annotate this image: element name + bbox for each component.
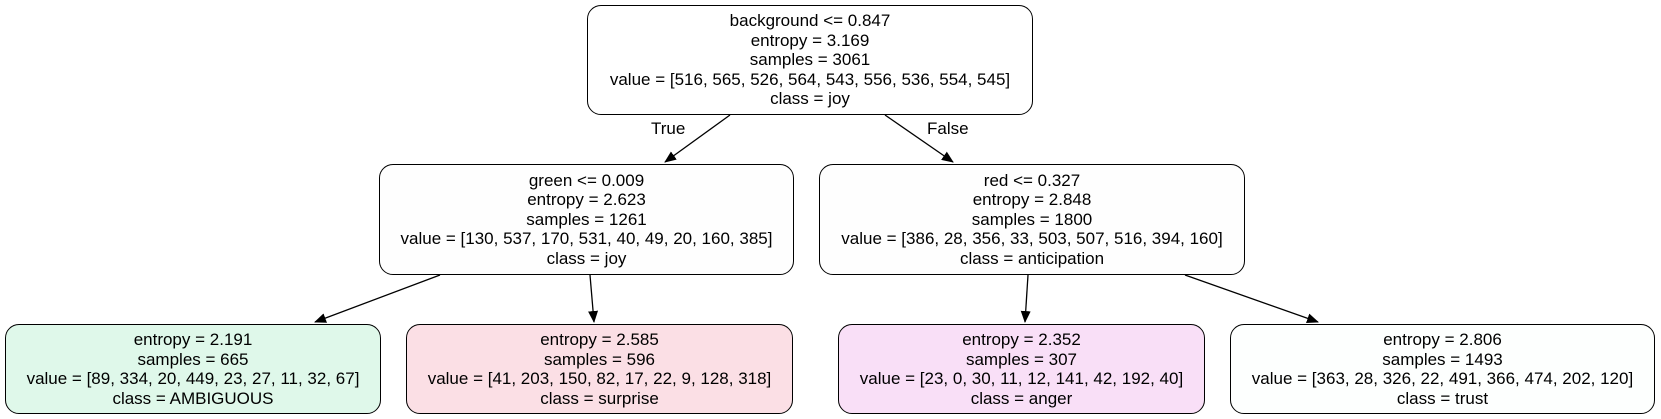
- node-line: samples = 307: [965, 349, 1078, 369]
- node-line: red <= 0.327: [983, 170, 1081, 190]
- node-line: samples = 3061: [749, 50, 871, 70]
- edge-right-leaf3: [1020, 274, 1031, 323]
- node-line: samples = 1800: [971, 209, 1093, 229]
- node-line: entropy = 3.169: [750, 30, 870, 50]
- edge-left-leaf2: [588, 274, 599, 323]
- node-line: entropy = 2.585: [540, 330, 659, 349]
- tree-node-root: background <= 0.847 entropy = 3.169 samp…: [587, 5, 1033, 115]
- node-line: class = trust: [1396, 388, 1489, 408]
- node-line: class = AMBIGUOUS: [112, 388, 274, 408]
- node-line: samples = 596: [543, 349, 656, 369]
- tree-leaf-ambiguous: entropy = 2.191 samples = 665 value = [8…: [5, 324, 381, 414]
- tree-leaf-anger: entropy = 2.352 samples = 307 value = [2…: [838, 324, 1205, 414]
- node-line: samples = 1493: [1382, 349, 1503, 369]
- node-line: value = [23, 0, 30, 11, 12, 141, 42, 192…: [859, 369, 1184, 388]
- node-line: value = [130, 537, 170, 531, 40, 49, 20,…: [400, 229, 773, 249]
- node-line: entropy = 2.352: [962, 330, 1081, 349]
- node-line: value = [363, 28, 326, 22, 491, 366, 474…: [1251, 369, 1634, 388]
- node-line: entropy = 2.623: [527, 190, 646, 210]
- edge-root-right: [884, 114, 954, 163]
- edge-right-leaf4: [1184, 274, 1319, 324]
- tree-leaf-surprise: entropy = 2.585 samples = 596 value = [4…: [406, 324, 793, 414]
- node-line: class = joy: [770, 89, 850, 109]
- node-line: value = [516, 565, 526, 564, 543, 556, 5…: [609, 69, 1011, 89]
- tree-node-right: red <= 0.327 entropy = 2.848 samples = 1…: [819, 164, 1245, 275]
- node-line: samples = 665: [137, 349, 249, 369]
- node-line: entropy = 2.191: [133, 330, 253, 349]
- node-line: class = joy: [546, 248, 627, 268]
- node-line: class = surprise: [540, 388, 659, 408]
- node-line: value = [41, 203, 150, 82, 17, 22, 9, 12…: [427, 369, 772, 388]
- edge-root-left: [664, 114, 731, 163]
- node-line: entropy = 2.848: [972, 190, 1092, 210]
- node-line: background <= 0.847: [729, 11, 891, 31]
- node-line: class = anticipation: [959, 248, 1105, 268]
- node-line: green <= 0.009: [528, 170, 645, 190]
- node-line: entropy = 2.806: [1383, 330, 1502, 349]
- tree-node-left: green <= 0.009 entropy = 2.623 samples =…: [379, 164, 794, 275]
- node-line: class = anger: [970, 388, 1073, 408]
- node-line: value = [386, 28, 356, 33, 503, 507, 516…: [841, 229, 1223, 249]
- node-line: samples = 1261: [526, 209, 647, 229]
- edge-label-true: True: [651, 119, 686, 138]
- node-line: value = [89, 334, 20, 449, 23, 27, 11, 3…: [26, 369, 360, 388]
- tree-leaf-trust: entropy = 2.806 samples = 1493 value = […: [1230, 324, 1655, 414]
- edge-left-leaf1: [314, 274, 441, 323]
- edge-label-false: False: [927, 119, 969, 138]
